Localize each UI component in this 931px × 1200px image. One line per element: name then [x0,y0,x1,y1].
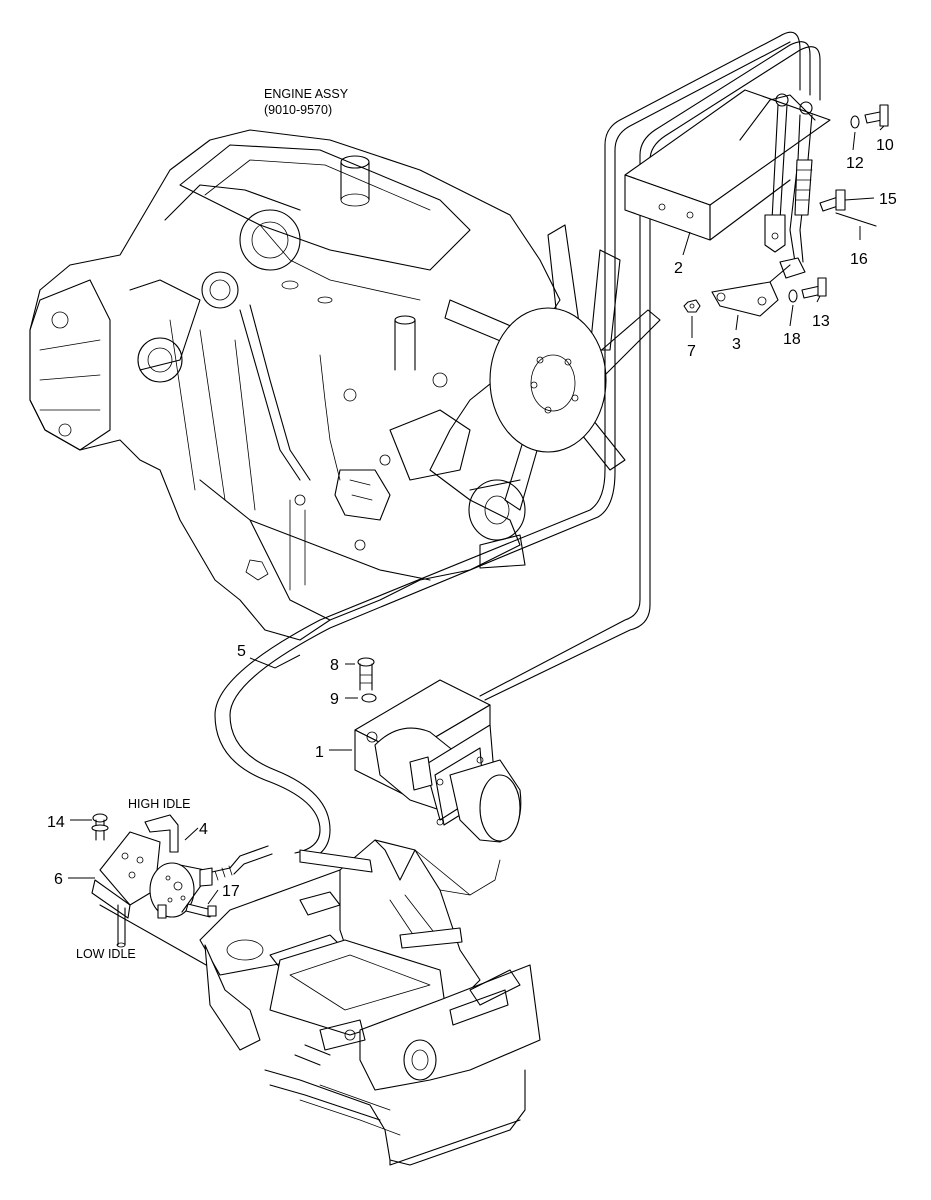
callout-17: 17 [222,883,240,900]
callout-14: 14 [47,814,65,831]
captions: ENGINE ASSY (9010-9570) HIGH IDLE LOW ID… [76,87,349,961]
actuator-1 [354,657,522,843]
fasteners [683,104,889,313]
control-cable-assembly [204,31,821,881]
low-idle-label: LOW IDLE [76,947,136,961]
callout-15: 15 [879,191,897,208]
callout-numbers: 1 2 3 4 5 6 7 8 9 10 12 13 14 15 16 17 1… [47,137,897,900]
operator-seat [99,839,541,1166]
callout-13: 13 [812,313,830,330]
callout-6: 6 [54,871,63,888]
leader-lines [68,125,885,905]
high-idle-label: HIGH IDLE [128,797,191,811]
callout-2: 2 [674,260,683,277]
callout-18: 18 [783,331,801,348]
callout-7: 7 [687,343,696,360]
callout-5: 5 [237,643,246,660]
lever-3 [711,264,791,317]
callout-9: 9 [330,691,339,708]
callout-8: 8 [330,657,339,674]
engine-assembly [29,129,661,641]
callout-3: 3 [732,336,741,353]
callout-12: 12 [846,155,864,172]
hand-throttle-assembly [91,813,217,948]
engine-assy-range: (9010-9570) [264,103,332,117]
engine-assy-title: ENGINE ASSY [264,87,349,101]
callout-16: 16 [850,251,868,268]
callout-4: 4 [199,821,208,838]
bracket-2 [624,89,831,279]
callout-1: 1 [315,744,324,761]
callout-10: 10 [876,137,894,154]
